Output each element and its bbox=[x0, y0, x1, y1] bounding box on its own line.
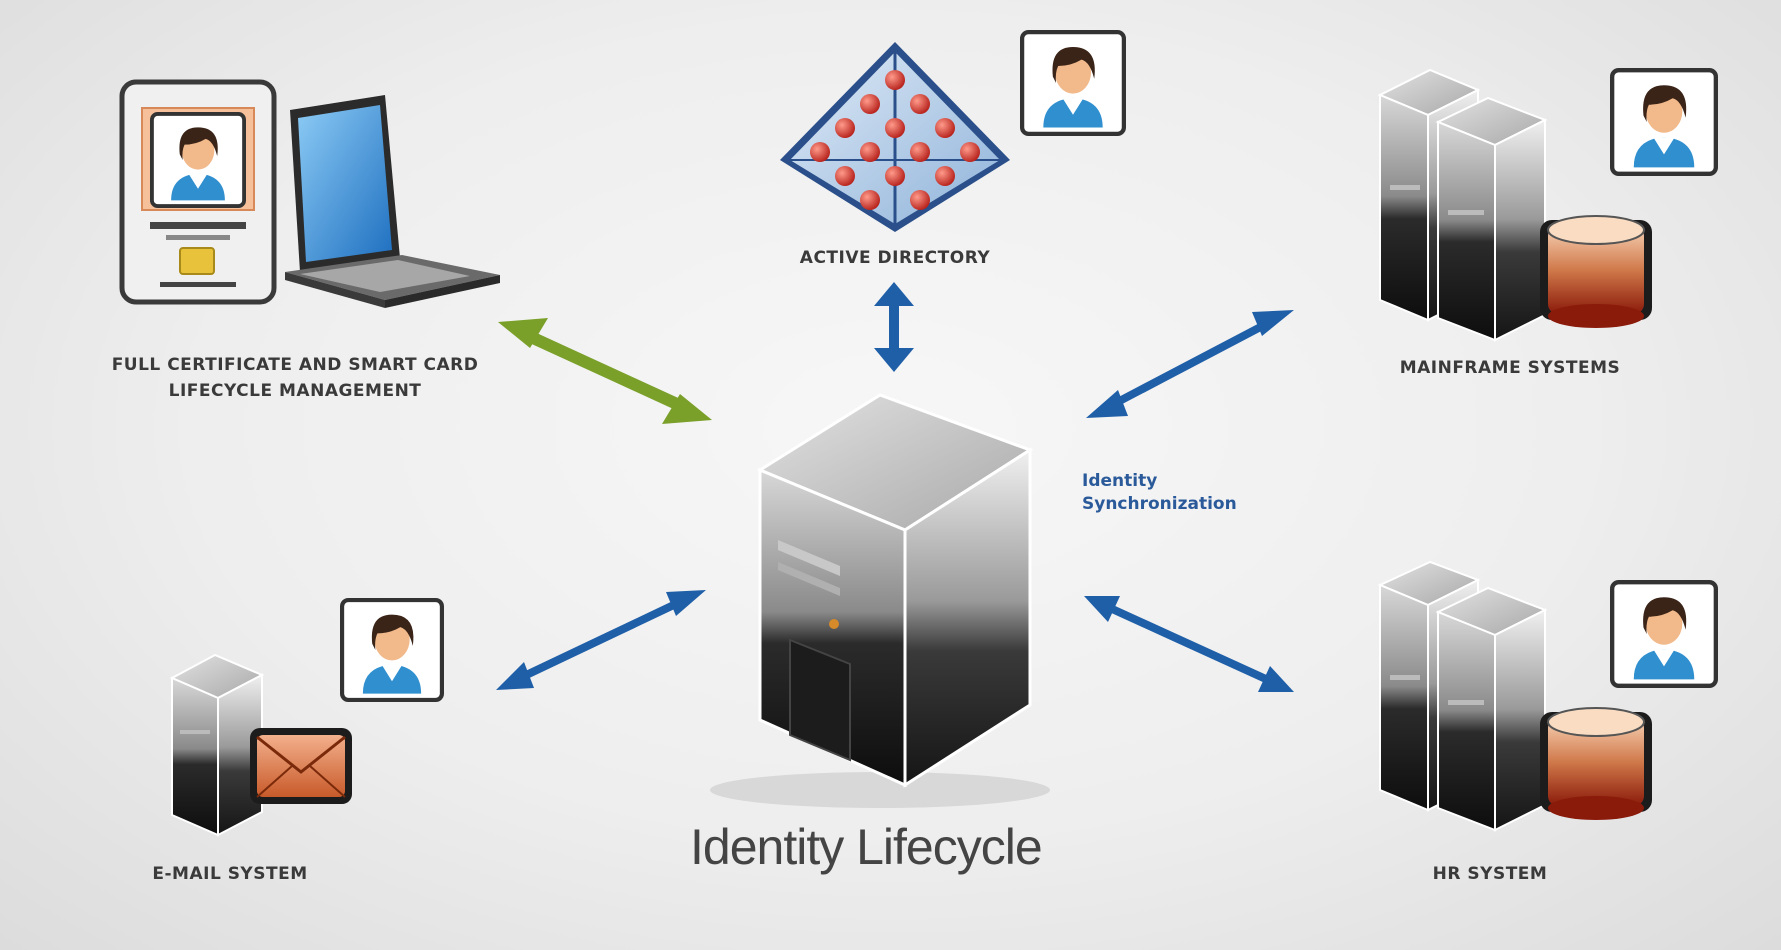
node-label-smartcard: FULL CERTIFICATE AND SMART CARD LIFECYCL… bbox=[60, 352, 530, 404]
user-avatar-icon bbox=[1022, 32, 1124, 134]
node-label-line: FULL CERTIFICATE AND SMART CARD bbox=[111, 355, 479, 375]
sync-label-line: Identity bbox=[1082, 471, 1158, 491]
arrow-active-directory bbox=[874, 282, 914, 372]
mainframe-server-icon bbox=[1377, 68, 1548, 342]
sync-label-line: Synchronization bbox=[1082, 494, 1237, 514]
laptop-smartcard-icon bbox=[119, 79, 500, 308]
node-label-line: E-MAIL SYSTEM bbox=[152, 864, 308, 884]
sync-label: Identity Synchronization bbox=[1082, 470, 1237, 516]
email-server-icon bbox=[169, 653, 352, 837]
node-label-hr: HR SYSTEM bbox=[1390, 864, 1590, 884]
identity-lifecycle-server bbox=[710, 393, 1050, 808]
user-avatar-icon bbox=[1612, 70, 1716, 174]
node-label-email: E-MAIL SYSTEM bbox=[110, 864, 350, 884]
database-icon bbox=[1540, 215, 1652, 328]
node-label-active-directory: ACTIVE DIRECTORY bbox=[760, 248, 1030, 268]
hr-server-icon bbox=[1377, 560, 1548, 832]
node-label-mainframe: MAINFRAME SYSTEMS bbox=[1350, 358, 1670, 378]
arrow-mainframe bbox=[1086, 310, 1294, 418]
user-avatar-icon bbox=[342, 600, 442, 700]
node-label-line: LIFECYCLE MANAGEMENT bbox=[168, 381, 422, 401]
node-label-line: ACTIVE DIRECTORY bbox=[799, 248, 991, 268]
user-avatar-icon bbox=[1612, 582, 1716, 686]
arrow-hr bbox=[1084, 596, 1294, 692]
database-icon bbox=[1540, 707, 1652, 820]
directory-pyramid-icon bbox=[780, 42, 1010, 232]
diagram-title: Identity Lifecycle bbox=[690, 819, 1043, 875]
arrow-smartcard bbox=[498, 318, 712, 424]
node-label-line: HR SYSTEM bbox=[1432, 864, 1548, 884]
node-label-line: MAINFRAME SYSTEMS bbox=[1399, 358, 1621, 378]
arrow-email bbox=[496, 590, 706, 690]
